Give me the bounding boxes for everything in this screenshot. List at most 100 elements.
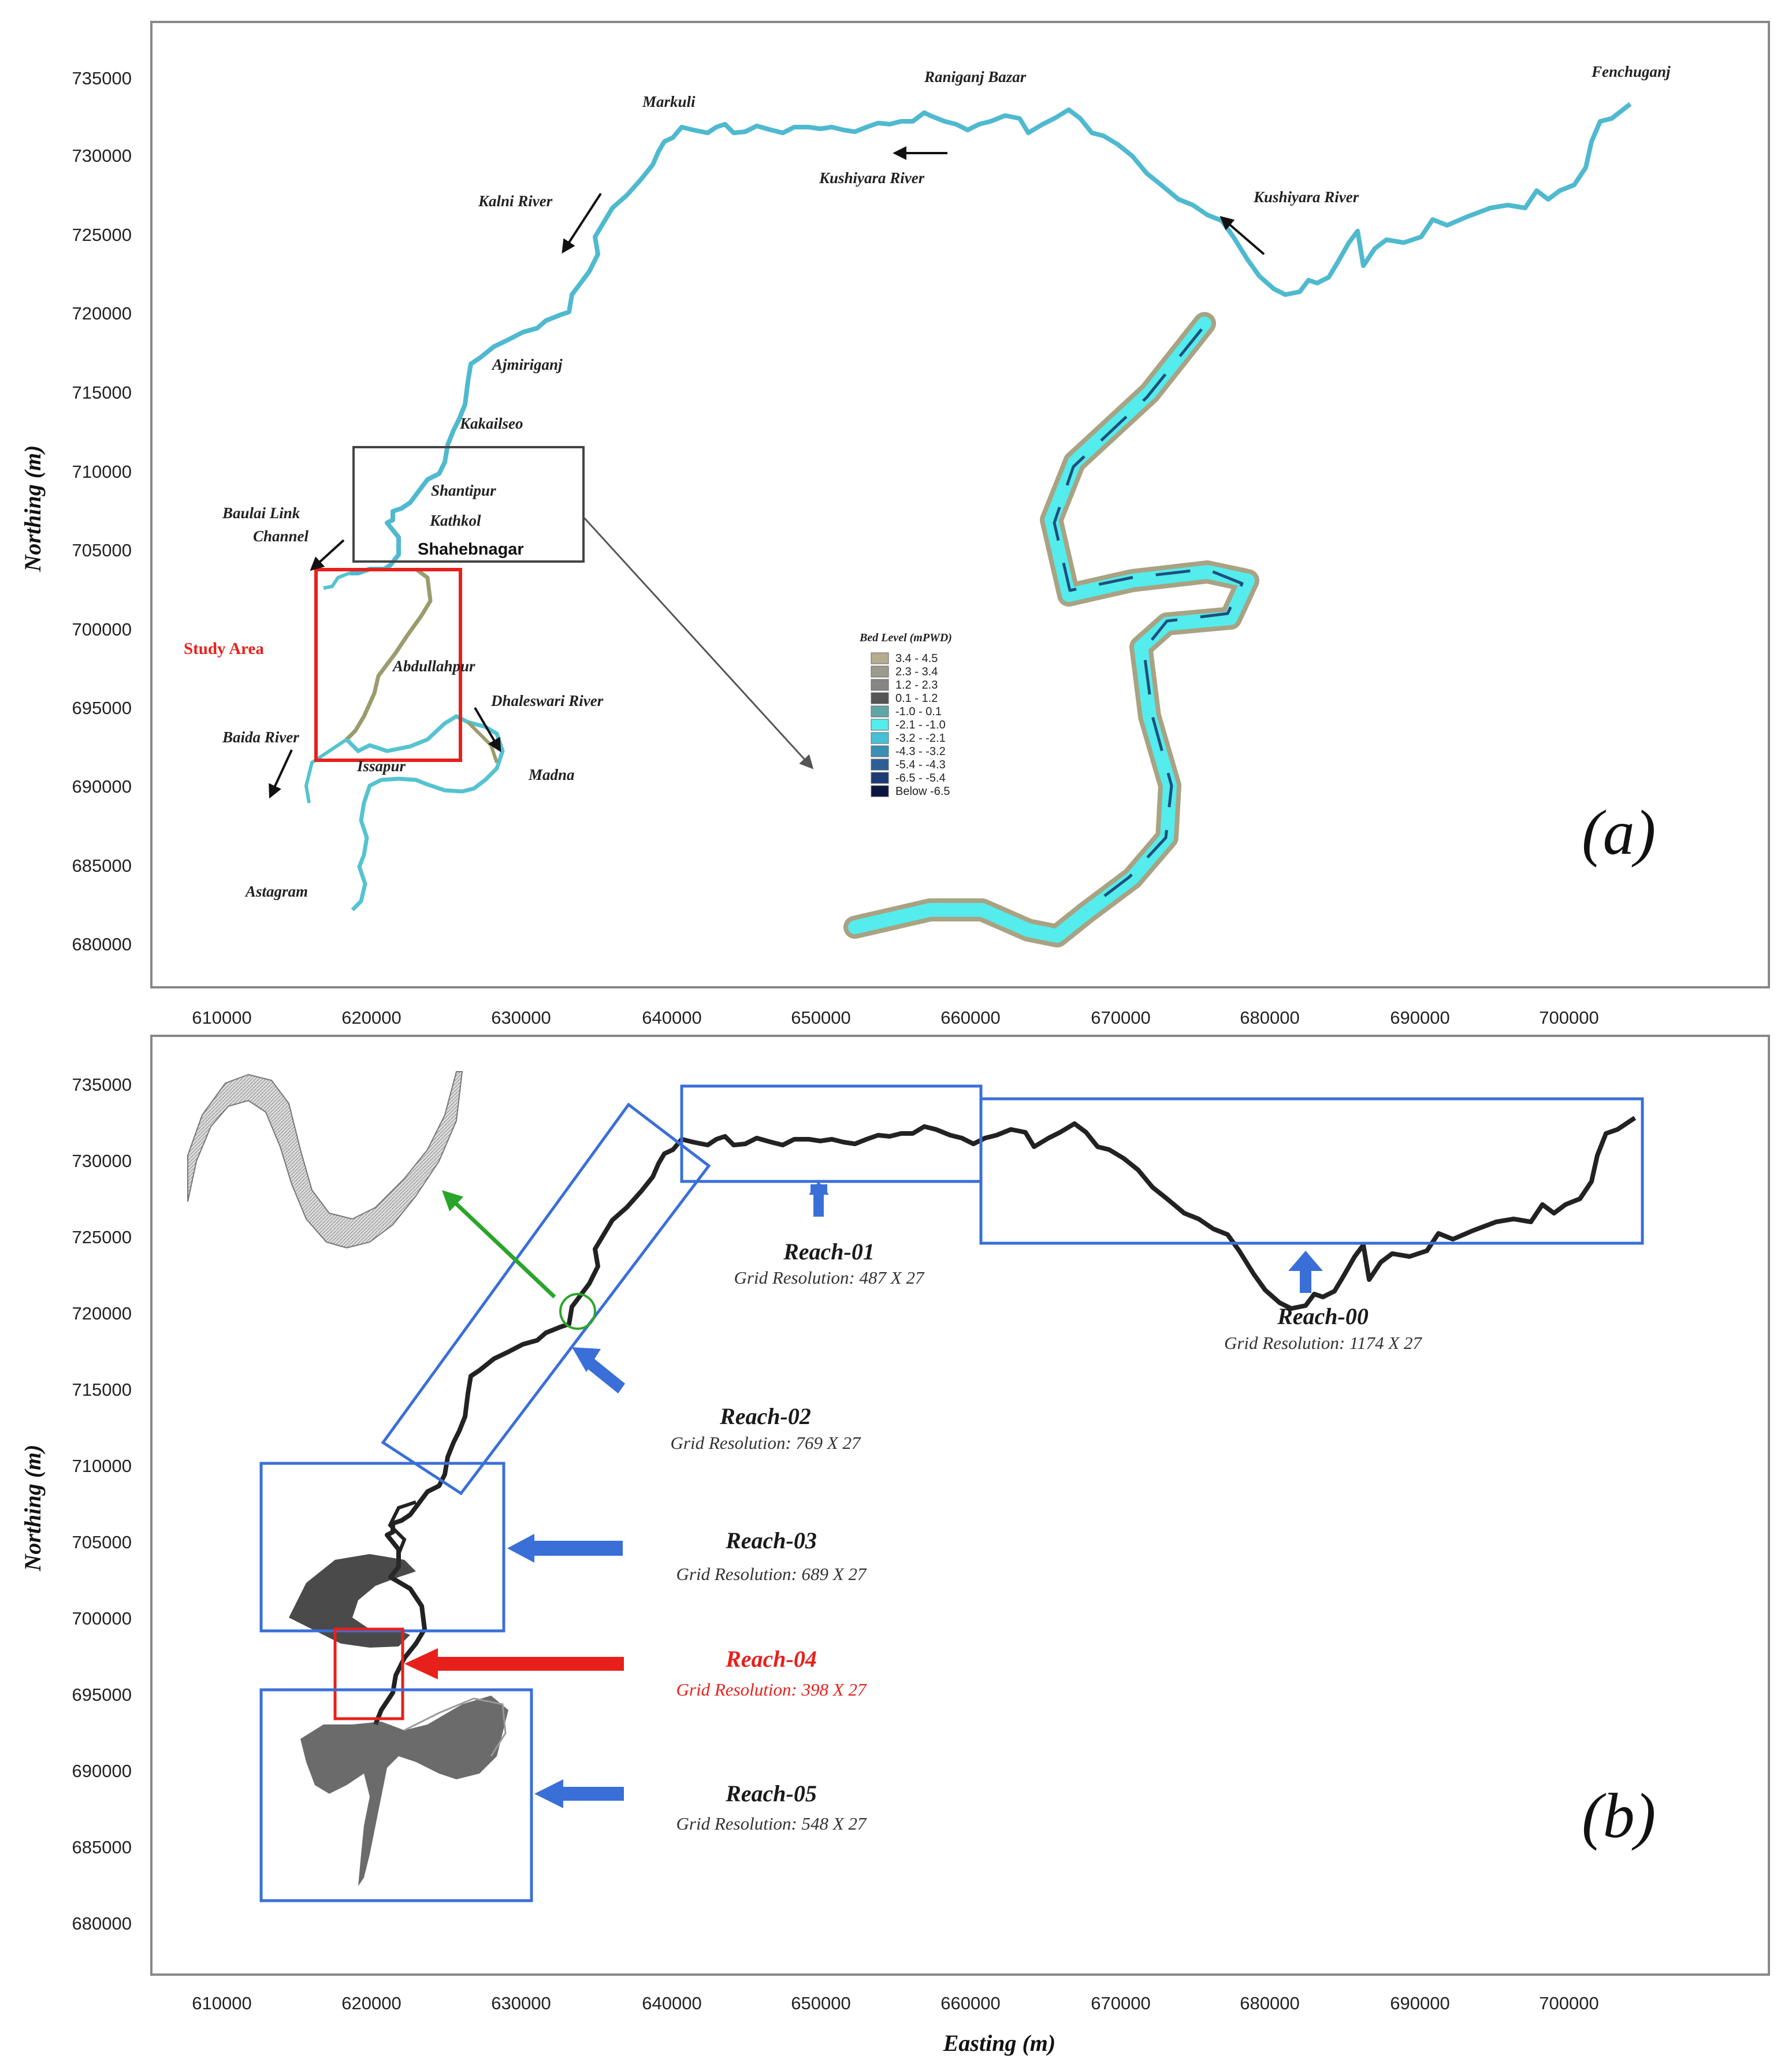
dhaleswari-river-line bbox=[466, 720, 499, 763]
y-tick-label: 700000 bbox=[72, 619, 132, 640]
inset-source-box bbox=[352, 446, 585, 563]
x-tick-label: 620000 bbox=[341, 1008, 401, 1028]
reach-05-mesh bbox=[404, 1697, 507, 1757]
panel-a: 735000 730000 725000 720000 715000 71000… bbox=[20, 21, 1770, 1028]
legend-swatch bbox=[871, 666, 889, 678]
y-tick-label: 690000 bbox=[72, 776, 132, 797]
panel-b: 735000 730000 725000 720000 715000 71000… bbox=[20, 1035, 1770, 2056]
reach-00-grid: Grid Resolution: 1174 X 27 bbox=[1224, 1333, 1423, 1353]
panel-a-frame bbox=[150, 21, 1770, 988]
label-baulai-link: Baulai Link bbox=[222, 504, 300, 522]
legend-label: 2.3 - 3.4 bbox=[895, 666, 938, 678]
reach-05-arrow bbox=[534, 1779, 624, 1808]
y-tick-label: 725000 bbox=[72, 225, 132, 245]
label-baida: Baida River bbox=[222, 728, 299, 746]
legend-swatch bbox=[871, 745, 889, 757]
panel-b-y-ticks: 735000 730000 725000 720000 715000 71000… bbox=[72, 1075, 132, 1934]
x-tick-label: 650000 bbox=[791, 1993, 850, 2013]
y-tick-label: 730000 bbox=[72, 1151, 132, 1171]
y-tick-label: 685000 bbox=[72, 856, 132, 876]
legend-swatch bbox=[871, 772, 889, 784]
grid-mesh-inset bbox=[187, 1071, 463, 1249]
label-shahebnagar: Shahebnagar bbox=[418, 540, 524, 559]
label-study-area: Study Area bbox=[184, 640, 264, 658]
x-tick-label: 680000 bbox=[1240, 1008, 1299, 1028]
y-tick-label: 710000 bbox=[72, 462, 132, 482]
legend-label: 1.2 - 2.3 bbox=[895, 679, 938, 692]
legend-label: 3.4 - 4.5 bbox=[895, 652, 938, 665]
y-tick-label: 735000 bbox=[72, 68, 132, 88]
reach-05-name: Reach-05 bbox=[725, 1781, 817, 1806]
legend-label: -1.0 - 0.1 bbox=[895, 705, 942, 718]
panel-a-x-ticks: 610000 620000 630000 640000 650000 66000… bbox=[192, 1008, 1598, 1028]
legend-swatch bbox=[871, 679, 889, 691]
flow-arrow bbox=[269, 749, 293, 799]
label-raniganj: Raniganj Bazar bbox=[924, 68, 1027, 86]
baulai-link-line bbox=[323, 571, 351, 590]
reach-00-arrow bbox=[1288, 1251, 1323, 1293]
legend-swatch bbox=[871, 719, 889, 731]
legend-swatch bbox=[871, 692, 889, 704]
legend-swatch bbox=[871, 759, 889, 771]
legend-label: -4.3 - -3.2 bbox=[895, 745, 946, 758]
y-tick-label: 730000 bbox=[72, 146, 132, 166]
label-kalni: Kalni River bbox=[478, 192, 553, 210]
x-tick-label: 660000 bbox=[940, 1008, 1000, 1028]
y-tick-label: 705000 bbox=[72, 1532, 132, 1552]
panel-a-y-axis-label: Northing (m) bbox=[20, 445, 46, 573]
label-astagram: Astagram bbox=[244, 883, 308, 900]
x-tick-label: 640000 bbox=[642, 1008, 701, 1028]
x-tick-label: 680000 bbox=[1240, 1993, 1299, 2013]
label-issapur: Issapur bbox=[356, 757, 406, 775]
legend-swatch bbox=[871, 652, 889, 664]
baida-river-line bbox=[304, 738, 348, 804]
x-tick-label: 700000 bbox=[1539, 1993, 1598, 2013]
y-tick-label: 715000 bbox=[72, 382, 132, 403]
legend-label: -3.2 - -2.1 bbox=[895, 732, 946, 745]
panel-b-tag: (b) bbox=[1582, 1781, 1656, 1851]
kushiyara-river-line bbox=[350, 102, 1632, 575]
legend-swatch bbox=[871, 785, 889, 797]
panel-b-y-axis-label: Northing (m) bbox=[20, 1445, 46, 1572]
x-tick-label: 670000 bbox=[1091, 1993, 1150, 2013]
legend-title: Bed Level (mPWD) bbox=[859, 631, 952, 644]
reach-02-grid: Grid Resolution: 769 X 27 bbox=[671, 1433, 861, 1453]
y-tick-label: 695000 bbox=[72, 1685, 132, 1705]
reach-04-grid: Grid Resolution: 398 X 27 bbox=[676, 1679, 867, 1700]
y-tick-label: 720000 bbox=[72, 1303, 132, 1324]
inset-pointer-arrow bbox=[582, 516, 814, 770]
panel-b-x-axis-label: Easting (m) bbox=[943, 2030, 1055, 2056]
x-tick-label: 650000 bbox=[791, 1008, 850, 1028]
reach-00-name: Reach-00 bbox=[1277, 1303, 1369, 1329]
reach-03-blob bbox=[289, 1554, 416, 1648]
flow-arrow bbox=[562, 192, 602, 254]
y-tick-label: 720000 bbox=[72, 303, 132, 324]
reach-04-name: Reach-04 bbox=[725, 1646, 817, 1672]
legend-label: -6.5 - -5.4 bbox=[895, 772, 946, 785]
reach-02-arrow bbox=[572, 1347, 625, 1393]
label-shantipur: Shantipur bbox=[431, 482, 496, 499]
panel-b-frame bbox=[150, 1035, 1770, 1976]
y-tick-label: 710000 bbox=[72, 1456, 132, 1476]
y-tick-label: 685000 bbox=[72, 1837, 132, 1857]
legend-label: -5.4 - -4.3 bbox=[895, 759, 946, 771]
x-tick-label: 660000 bbox=[940, 1993, 1000, 2013]
mesh-detail-circle bbox=[559, 1293, 596, 1330]
bathymetry-inset bbox=[843, 312, 1259, 947]
x-tick-label: 640000 bbox=[642, 1993, 701, 2013]
y-tick-label: 680000 bbox=[72, 1913, 132, 1934]
flow-arrow bbox=[310, 539, 345, 571]
label-abdullahpur: Abdullahpur bbox=[392, 657, 475, 675]
reach-01-name: Reach-01 bbox=[783, 1239, 875, 1265]
y-tick-label: 695000 bbox=[72, 698, 132, 718]
reach-01-grid: Grid Resolution: 487 X 27 bbox=[734, 1267, 925, 1288]
label-kakailseo: Kakailseo bbox=[459, 415, 523, 432]
reach-02-box bbox=[381, 1102, 711, 1496]
flow-arrow bbox=[1220, 215, 1265, 255]
reach-03-blob bbox=[388, 1500, 417, 1555]
label-kathkol: Kathkol bbox=[429, 512, 481, 529]
x-tick-label: 630000 bbox=[491, 1993, 551, 2013]
x-tick-label: 700000 bbox=[1539, 1008, 1598, 1028]
label-baulai-channel: Channel bbox=[253, 527, 309, 545]
y-tick-label: 680000 bbox=[72, 934, 132, 954]
